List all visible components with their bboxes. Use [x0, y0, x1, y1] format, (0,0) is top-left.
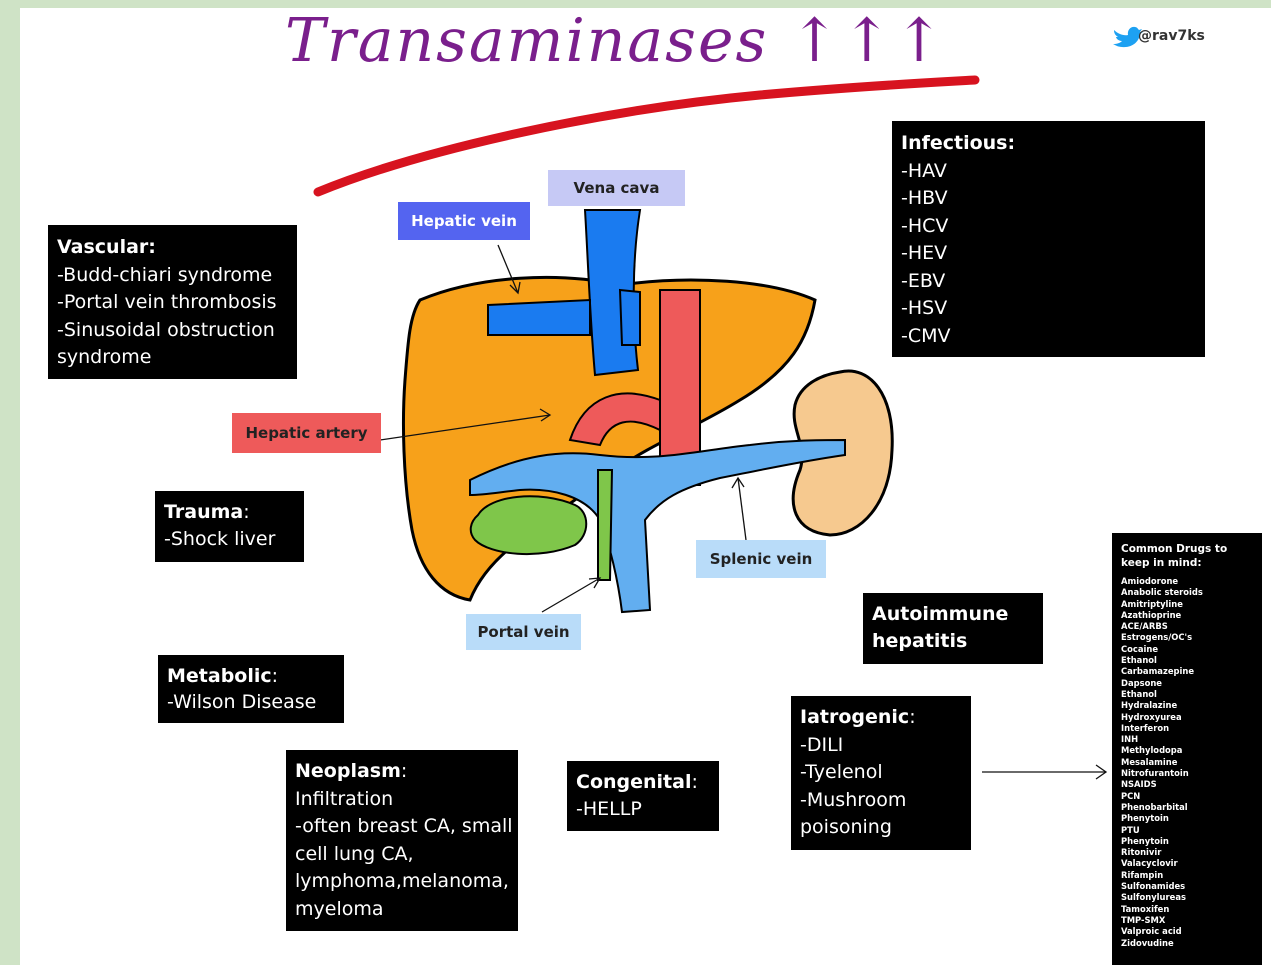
drug-item: Estrogens/OC's: [1121, 632, 1262, 643]
metabolic-heading: Metabolic: [167, 665, 272, 687]
iatrogenic-item: -DILI: [800, 732, 971, 760]
drug-item: Valproic acid: [1121, 926, 1262, 937]
page-title: Transaminases ↑↑↑: [285, 6, 946, 76]
label-hepatic-artery: Hepatic artery: [232, 413, 381, 453]
drug-item: Nitrofurantoin: [1121, 768, 1262, 779]
neoplasm-item: lymphoma,melanoma,: [295, 868, 518, 896]
metabolic-item: -Wilson Disease: [167, 689, 344, 715]
vascular-item: -Budd-chiari syndrome: [57, 262, 297, 290]
infectious-item: -EBV: [901, 268, 1205, 296]
metabolic-colon: :: [272, 665, 278, 687]
congenital-heading: Congenital: [576, 771, 691, 793]
label-hepatic-vein: Hepatic vein: [398, 202, 530, 240]
box-trauma: Trauma: -Shock liver: [155, 491, 304, 562]
drug-item: Carbamazepine: [1121, 666, 1262, 677]
drug-item: Phenytoin: [1121, 836, 1262, 847]
drug-item: Hydroxyurea: [1121, 712, 1262, 723]
vascular-item: -Sinusoidal obstruction: [57, 317, 297, 345]
iatrogenic-item: poisoning: [800, 814, 971, 842]
neoplasm-item: -often breast CA, small: [295, 813, 518, 841]
vascular-item: -Portal vein thrombosis: [57, 289, 297, 317]
drug-item: Anabolic steroids: [1121, 587, 1262, 598]
iatrogenic-heading: Iatrogenic: [800, 706, 909, 728]
drug-item: Amitriptyline: [1121, 599, 1262, 610]
drug-item: Ethanol: [1121, 689, 1262, 700]
neoplasm-heading: Neoplasm: [295, 760, 401, 782]
drugs-heading: keep in mind:: [1121, 556, 1262, 570]
label-splenic-vein: Splenic vein: [696, 540, 826, 578]
infectious-heading: Infectious:: [901, 130, 1205, 158]
drug-item: Azathioprine: [1121, 610, 1262, 621]
drug-item: Hydralazine: [1121, 700, 1262, 711]
iatrogenic-item: -Mushroom: [800, 787, 971, 815]
vascular-item: syndrome: [57, 344, 297, 372]
neoplasm-colon: :: [401, 760, 407, 782]
drug-item: PCN: [1121, 791, 1262, 802]
drug-item: NSAIDS: [1121, 779, 1262, 790]
drug-item: PTU: [1121, 825, 1262, 836]
drug-item: Interferon: [1121, 723, 1262, 734]
drug-item: INH: [1121, 734, 1262, 745]
infectious-item: -HAV: [901, 158, 1205, 186]
drug-item: Valacyclovir: [1121, 858, 1262, 869]
infectious-item: -HSV: [901, 295, 1205, 323]
drug-item: Mesalamine: [1121, 757, 1262, 768]
autoimmune-line: Autoimmune: [872, 601, 1043, 628]
drug-item: ACE/ARBS: [1121, 621, 1262, 632]
drug-item: Tamoxifen: [1121, 904, 1262, 915]
box-vascular: Vascular: -Budd-chiari syndrome -Portal …: [48, 225, 297, 379]
box-iatrogenic: Iatrogenic: -DILI -Tyelenol -Mushroom po…: [791, 696, 971, 850]
neoplasm-item: myeloma: [295, 896, 518, 924]
vascular-heading: Vascular:: [57, 234, 297, 262]
drug-item: Phenytoin: [1121, 813, 1262, 824]
drug-item: Amiodorone: [1121, 576, 1262, 587]
neoplasm-item: cell lung CA,: [295, 841, 518, 869]
drug-item: Ritonivir: [1121, 847, 1262, 858]
drug-item: Dapsone: [1121, 678, 1262, 689]
congenital-colon: :: [691, 771, 697, 793]
infectious-item: -CMV: [901, 323, 1205, 351]
infectious-item: -HCV: [901, 213, 1205, 241]
box-autoimmune: Autoimmune hepatitis: [863, 593, 1043, 664]
twitter-handle: @rav7ks: [1138, 28, 1205, 44]
iatrogenic-item: -Tyelenol: [800, 759, 971, 787]
autoimmune-line: hepatitis: [872, 628, 1043, 655]
box-common-drugs: Common Drugs to keep in mind: Amiodorone…: [1112, 533, 1262, 965]
box-metabolic: Metabolic: -Wilson Disease: [158, 655, 344, 723]
trauma-heading: Trauma: [164, 501, 243, 523]
neoplasm-item: Infiltration: [295, 786, 518, 814]
drug-item: Phenobarbital: [1121, 802, 1262, 813]
trauma-colon: :: [243, 501, 249, 523]
box-infectious: Infectious: -HAV -HBV -HCV -HEV -EBV -HS…: [892, 121, 1205, 357]
infectious-item: -HBV: [901, 185, 1205, 213]
drug-item: Methylodopa: [1121, 745, 1262, 756]
drug-item: TMP-SMX: [1121, 915, 1262, 926]
box-neoplasm: Neoplasm: Infiltration -often breast CA,…: [286, 750, 518, 931]
box-congenital: Congenital: -HELLP: [567, 761, 719, 831]
label-vena-cava: Vena cava: [548, 170, 685, 206]
drug-item: Zidovudine: [1121, 938, 1262, 949]
congenital-item: -HELLP: [576, 796, 719, 823]
drug-item: Cocaine: [1121, 644, 1262, 655]
infectious-item: -HEV: [901, 240, 1205, 268]
drug-item: Ethanol: [1121, 655, 1262, 666]
drug-item: Rifampin: [1121, 870, 1262, 881]
drug-item: Sulfonamides: [1121, 881, 1262, 892]
drug-item: Sulfonylureas: [1121, 892, 1262, 903]
label-portal-vein: Portal vein: [466, 614, 581, 650]
drugs-heading: Common Drugs to: [1121, 542, 1262, 556]
iatrogenic-colon: :: [909, 706, 915, 728]
trauma-item: -Shock liver: [164, 526, 304, 553]
